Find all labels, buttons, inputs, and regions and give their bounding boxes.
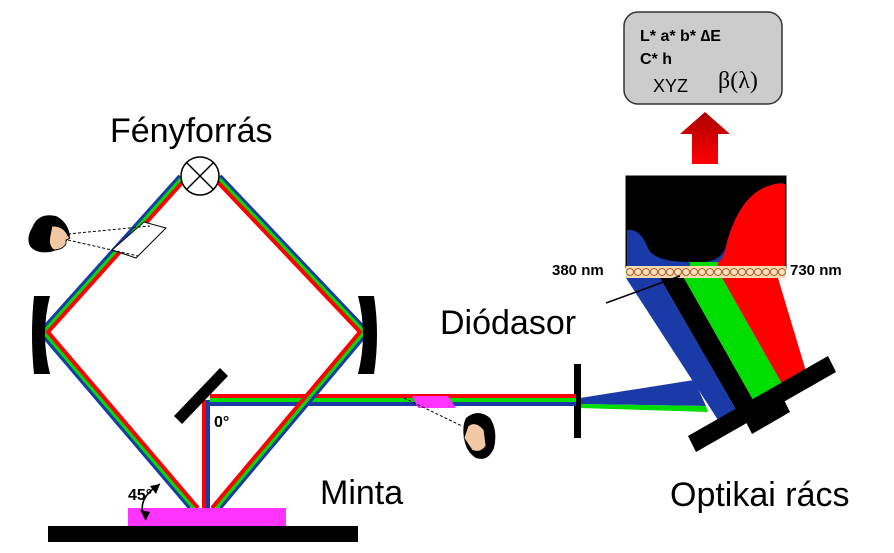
dispersed-blue-beam xyxy=(626,278,742,420)
label-grating: Optikai rács xyxy=(670,476,850,514)
right-mirror xyxy=(358,296,377,374)
label-380nm: 380 nm xyxy=(552,262,604,279)
horizontal-beam-blue xyxy=(210,402,576,406)
diode xyxy=(738,268,746,276)
sight-line-c xyxy=(403,397,463,427)
sample-base xyxy=(48,526,358,542)
label-sample: Minta xyxy=(320,474,403,512)
lamp-cross-b xyxy=(185,161,215,191)
diode xyxy=(666,268,674,276)
output-line-ch: C* h xyxy=(640,51,672,68)
spectrum-red-area xyxy=(718,183,785,266)
angle-45-arrow-icon xyxy=(150,484,160,494)
label-angle-45: 45° xyxy=(128,487,152,504)
horizontal-beam-red xyxy=(210,394,576,398)
observer-head-left-icon xyxy=(28,215,71,253)
diode xyxy=(674,268,682,276)
diode-pointer-line xyxy=(605,275,681,304)
diode xyxy=(682,268,690,276)
sample-block xyxy=(128,508,286,526)
diagonal-mirror xyxy=(174,368,228,424)
sight-line-a xyxy=(67,225,151,235)
spectrum-green-area xyxy=(690,262,718,266)
label-light-source: Fényforrás xyxy=(110,112,273,150)
slit xyxy=(574,364,581,438)
diode xyxy=(658,268,666,276)
diode xyxy=(778,268,786,276)
output-arrow-icon xyxy=(680,112,730,164)
left-mirror xyxy=(32,296,50,374)
output-line-xyz: XYZ xyxy=(653,76,688,96)
viewing-window xyxy=(111,221,167,259)
dispersed-red-beam xyxy=(722,278,808,398)
light-source-lamp xyxy=(180,156,220,196)
diode xyxy=(626,268,634,276)
grating-shape xyxy=(688,356,836,452)
diode xyxy=(714,268,722,276)
diode xyxy=(698,268,706,276)
beam-splitter-right xyxy=(412,396,456,408)
vertical-beam-blue xyxy=(206,400,210,508)
diode xyxy=(746,268,754,276)
horizontal-beam xyxy=(210,394,576,406)
label-angle-0: 0° xyxy=(214,414,229,431)
diode xyxy=(770,268,778,276)
diode xyxy=(690,268,698,276)
diode-row xyxy=(626,266,786,278)
vertical-beam-red xyxy=(202,400,206,508)
output-line-lab: L* a* b* ∆E xyxy=(640,28,721,45)
diode xyxy=(754,268,762,276)
horizontal-beam-green xyxy=(210,398,576,402)
observer-head-right-icon xyxy=(463,413,496,459)
slit-blue-fan xyxy=(580,380,706,406)
dispersed-black-beam xyxy=(660,278,760,420)
spectrum-panel xyxy=(625,175,787,269)
diode xyxy=(642,268,650,276)
diode xyxy=(634,268,642,276)
grating-ridge xyxy=(744,396,790,434)
label-diode-array: Diódasor xyxy=(440,304,576,342)
output-box: L* a* b* ∆E C* h XYZ β(λ) xyxy=(623,11,783,105)
diode xyxy=(730,268,738,276)
dispersed-green-beam xyxy=(684,278,790,412)
angle-45-arrow-b-icon xyxy=(140,510,150,520)
sight-line-b xyxy=(67,239,139,257)
slit-green-fan xyxy=(580,404,708,412)
diode xyxy=(706,268,714,276)
diode xyxy=(722,268,730,276)
output-beta: β(λ) xyxy=(718,68,758,94)
diode xyxy=(650,268,658,276)
diode xyxy=(762,268,770,276)
label-730nm: 730 nm xyxy=(790,262,842,279)
output-box-frame xyxy=(623,11,783,105)
